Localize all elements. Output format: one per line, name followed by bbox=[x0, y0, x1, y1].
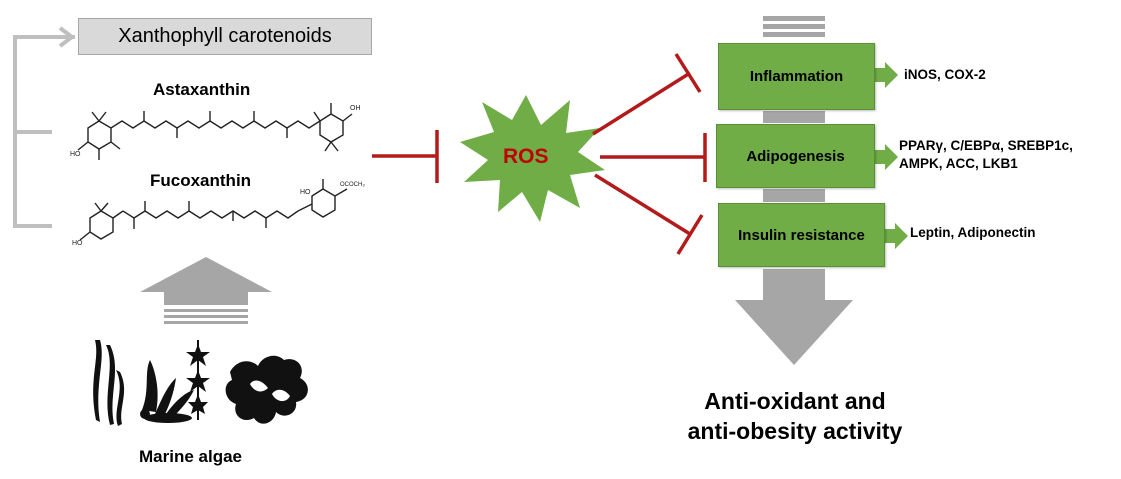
ros-label: ROS bbox=[503, 145, 549, 168]
marker-line: PPARγ, C/EBPα, SREBP1c, bbox=[899, 138, 1073, 153]
marker-line: iNOS, COX-2 bbox=[904, 67, 986, 82]
outcome-line-2: anti-obesity activity bbox=[687, 418, 903, 444]
target-box-inflammation: Inflammation bbox=[718, 43, 875, 110]
marker-arrow-3 bbox=[885, 223, 908, 249]
markers-insulin-resistance: Leptin, Adiponectin bbox=[910, 224, 1036, 242]
inhibit-arrow-adipogenesis bbox=[600, 133, 707, 182]
fucoxanthin-ho2-label: HO bbox=[300, 189, 311, 196]
inhibit-arrow-insulin bbox=[594, 173, 704, 255]
gray-connector-1 bbox=[763, 111, 825, 123]
markers-inflammation: iNOS, COX-2 bbox=[904, 66, 986, 84]
marker-line: AMPK, ACC, LKB1 bbox=[899, 156, 1018, 171]
bracket-connector bbox=[13, 26, 76, 228]
ros-star bbox=[460, 95, 605, 222]
down-arrow bbox=[735, 269, 853, 365]
target-label: Inflammation bbox=[749, 68, 844, 85]
fucoxanthin-ester-label: OCOCH₃ bbox=[340, 182, 365, 188]
title-box: Xanthophyll carotenoids bbox=[78, 18, 372, 55]
source-label: Marine algae bbox=[139, 447, 242, 466]
fucoxanthin-structure bbox=[79, 179, 348, 241]
astaxanthin-ho-label: HO bbox=[70, 151, 81, 158]
gray-connector-2 bbox=[763, 189, 825, 202]
target-label: Adipogenesis bbox=[746, 147, 845, 165]
inhibit-arrow-main bbox=[372, 130, 439, 183]
algae-icon bbox=[93, 340, 308, 426]
markers-adipogenesis: PPARγ, C/EBPα, SREBP1c, AMPK, ACC, LKB1 bbox=[899, 137, 1073, 173]
astaxanthin-structure bbox=[77, 103, 353, 160]
marker-line: Leptin, Adiponectin bbox=[910, 225, 1036, 240]
target-box-adipogenesis: Adipogenesis bbox=[716, 124, 875, 188]
compound-label-fucoxanthin: Fucoxanthin bbox=[150, 171, 252, 190]
inhibit-arrow-inflammation bbox=[592, 53, 702, 136]
compound-label-astaxanthin: Astaxanthin bbox=[153, 80, 251, 99]
outcome-label: Anti-oxidant and anti-obesity activity bbox=[640, 386, 950, 446]
marker-arrow-2 bbox=[875, 144, 898, 170]
outcome-line-1: Anti-oxidant and bbox=[704, 388, 886, 414]
target-label: Insulin resistance bbox=[738, 226, 865, 244]
fucoxanthin-ho-label: HO bbox=[72, 240, 83, 247]
marker-arrow-1 bbox=[875, 62, 898, 88]
gray-bars-top bbox=[763, 16, 825, 37]
target-box-insulin-resistance: Insulin resistance bbox=[718, 203, 885, 267]
astaxanthin-oh-label: OH bbox=[350, 105, 361, 112]
up-arrow bbox=[140, 257, 272, 324]
